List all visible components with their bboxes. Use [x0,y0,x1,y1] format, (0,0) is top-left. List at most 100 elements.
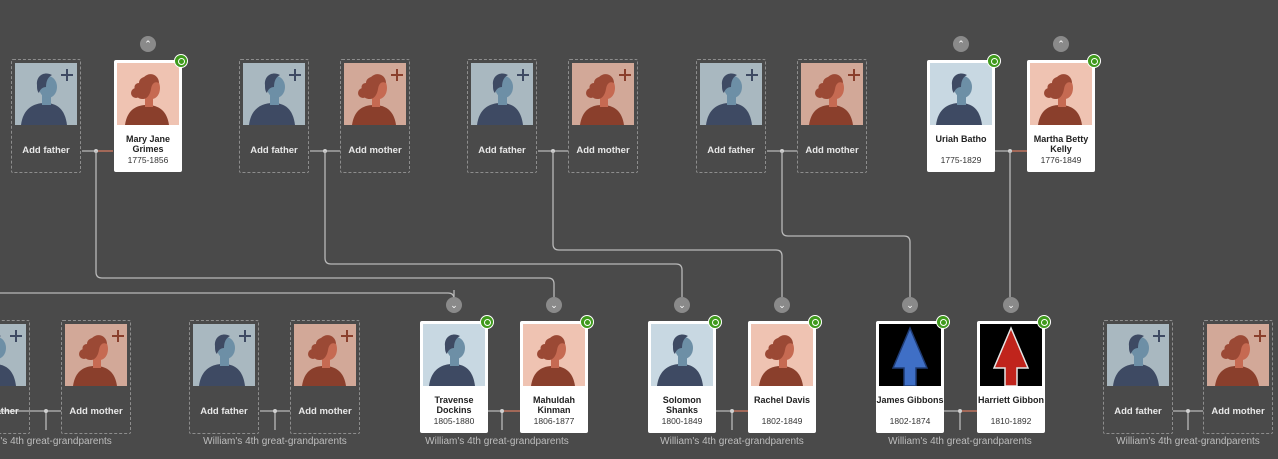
record-hint-icon[interactable] [936,315,950,329]
female-avatar-icon [523,324,585,386]
record-hint-icon[interactable] [987,54,1001,68]
add-father-label: Add father [1114,406,1162,417]
add-father-card[interactable]: Add father [239,59,309,173]
connector-line [324,151,683,297]
placeholder-silhouette-icon [344,63,406,125]
life-dates: 1806-1877 [533,416,575,426]
placeholder-silhouette-icon [471,63,533,125]
generation-label: William's 4th great-grandparents [1116,436,1260,447]
add-father-label: Add father [707,145,755,156]
add-father-card[interactable]: Add father [696,59,766,173]
junction-dot [44,409,48,413]
record-hint-icon[interactable] [808,315,822,329]
add-mother-label: Add mother [348,145,402,156]
collapse-down-chevron-icon[interactable]: ⌄ [546,297,562,313]
add-mother-label: Add mother [298,406,352,417]
male-avatar-icon [930,63,992,125]
collapse-down-chevron-icon[interactable]: ⌄ [1003,297,1019,313]
add-mother-card[interactable]: Add mother [797,59,867,173]
person-card-james-gibbons[interactable]: James Gibbons 1802-1874 [876,315,950,433]
collapse-down-chevron-icon[interactable]: ⌄ [674,297,690,313]
add-father-label: Add father [22,145,70,156]
life-dates: 1802-1849 [761,416,803,426]
record-hint-icon[interactable] [480,315,494,329]
add-mother-card[interactable]: Add mother [61,320,131,434]
life-dates: 1800-1849 [661,416,703,426]
life-dates: 1810-1892 [990,416,1032,426]
life-dates: 1805-1880 [433,416,475,426]
add-father-card[interactable]: Add father [0,320,30,434]
profile-photo [980,324,1042,386]
add-mother-card[interactable]: Add mother [340,59,410,173]
person-card-harriett-gibbon[interactable]: Harriett Gibbon 1810-1892 [977,315,1051,433]
placeholder-silhouette-icon [1107,324,1169,386]
add-mother-label: Add mother [576,145,630,156]
generation-label: William's 4th great-grandparents [888,436,1032,447]
add-father-label: Add father [0,406,19,417]
record-hint-icon[interactable] [1037,315,1051,329]
record-hint-icon[interactable] [708,315,722,329]
junction-dot [273,409,277,413]
add-mother-label: Add mother [69,406,123,417]
add-father-card[interactable]: Add father [1103,320,1173,434]
life-dates: 1775-1856 [127,155,169,165]
add-mother-card[interactable]: Add mother [568,59,638,173]
record-hint-icon[interactable] [174,54,188,68]
connector-line [0,292,455,300]
placeholder-silhouette-icon [243,63,305,125]
placeholder-silhouette-icon [65,324,127,386]
connector-line [95,151,555,297]
add-father-label: Add father [478,145,526,156]
placeholder-silhouette-icon [294,324,356,386]
person-name: Uriah Batho [935,134,987,144]
add-father-card[interactable]: Add father [189,320,259,434]
person-name: Harriett Gibbon [977,395,1044,405]
person-name: Rachel Davis [753,395,811,405]
add-father-card[interactable]: Add father [467,59,537,173]
collapse-down-chevron-icon[interactable]: ⌄ [774,297,790,313]
add-father-label: Add father [250,145,298,156]
placeholder-silhouette-icon [0,324,26,386]
person-name: Travense Dockins [434,395,474,415]
female-avatar-icon [117,63,179,125]
generation-label: William's 4th great-grandparents [203,436,347,447]
placeholder-silhouette-icon [700,63,762,125]
connector-line [781,151,911,297]
record-hint-icon[interactable] [1087,54,1101,68]
collapse-down-chevron-icon[interactable]: ⌄ [446,297,462,313]
add-father-card[interactable]: Add father [11,59,81,173]
record-hint-icon[interactable] [580,315,594,329]
person-name: Martha Betty Kelly [1033,134,1089,154]
add-mother-label: Add mother [805,145,859,156]
person-name: James Gibbons [876,395,944,405]
add-mother-card[interactable]: Add mother [290,320,360,434]
placeholder-silhouette-icon [193,324,255,386]
expand-up-chevron-icon[interactable]: ⌃ [1053,36,1069,52]
person-card-rachel-davis[interactable]: Rachel Davis 1802-1849 [748,315,822,433]
placeholder-silhouette-icon [572,63,634,125]
expand-up-chevron-icon[interactable]: ⌃ [140,36,156,52]
person-name: Solomon Shanks [662,395,702,415]
female-avatar-icon [751,324,813,386]
generation-label: William's 4th great-grandparents [660,436,804,447]
person-name: Mary Jane Grimes [125,134,171,154]
junction-dot [500,409,504,413]
generation-label: William's 4th great-grandparents [0,436,112,447]
expand-up-chevron-icon[interactable]: ⌃ [953,36,969,52]
add-mother-card[interactable]: Add mother [1203,320,1273,434]
junction-dot [958,409,962,413]
life-dates: 1776-1849 [1040,155,1082,165]
life-dates: 1802-1874 [889,416,931,426]
collapse-down-chevron-icon[interactable]: ⌄ [902,297,918,313]
add-mother-label: Add mother [1211,406,1265,417]
male-avatar-icon [423,324,485,386]
profile-photo [879,324,941,386]
junction-dot [1186,409,1190,413]
